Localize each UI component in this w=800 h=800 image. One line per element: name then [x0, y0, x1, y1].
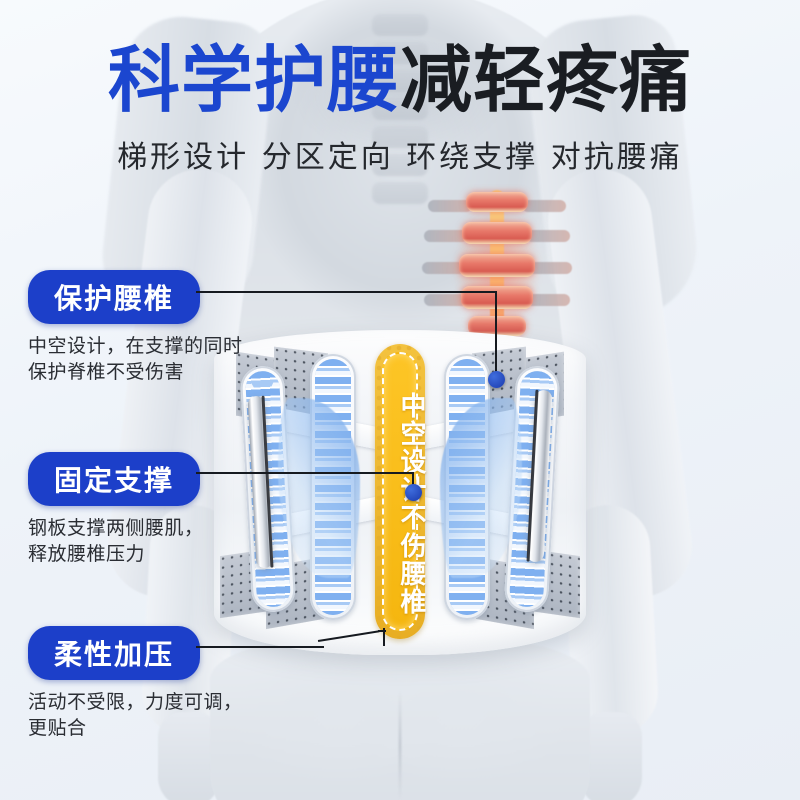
callout-title[interactable]: 保护腰椎: [28, 270, 201, 324]
center-body-line: [399, 690, 401, 800]
leader-line: [412, 472, 414, 492]
callout-description: 钢板支撑两侧腰肌， 释放腰椎压力: [28, 517, 204, 566]
callout-flexible-compression: 柔性加压 活动不受限，力度可调， 更贴合: [28, 626, 243, 741]
hand-left: [158, 712, 220, 800]
leader-line: [196, 472, 414, 474]
callout-anchor-dot: [488, 371, 505, 388]
callout-fixed-support: 固定支撑 钢板支撑两侧腰肌， 释放腰椎压力: [28, 452, 204, 567]
leader-line: [196, 646, 324, 648]
callout-protect-lumbar: 保护腰椎 中空设计，在支撑的同时 保护脊椎不受伤害: [28, 270, 243, 385]
leader-line: [383, 628, 385, 646]
callout-description: 活动不受限，力度可调， 更贴合: [28, 691, 243, 740]
hand-right: [580, 712, 642, 800]
subtitle: 梯形设计 分区定向 环绕支撑 对抗腰痛: [117, 140, 683, 175]
spine-shadow: [372, 8, 428, 218]
callout-anchor-dot: [405, 484, 422, 501]
callout-title[interactable]: 柔性加压: [28, 626, 201, 680]
page-title: 科学护腰减轻疼痛: [0, 44, 800, 116]
callout-description: 中空设计，在支撑的同时 保护脊椎不受伤害: [28, 335, 243, 384]
header: 科学护腰减轻疼痛 梯形设计 分区定向 环绕支撑 对抗腰痛: [0, 44, 800, 176]
headline-dark: 减轻疼痛: [400, 38, 693, 122]
center-strip-label: 中空设计不伤腰椎: [396, 392, 426, 616]
callout-title[interactable]: 固定支撑: [28, 452, 201, 506]
leader-line: [196, 291, 496, 293]
spine-glow-illustration: [422, 186, 572, 336]
leader-line: [378, 630, 386, 632]
headline-accent: 科学护腰: [107, 38, 400, 122]
leader-line: [495, 291, 497, 378]
